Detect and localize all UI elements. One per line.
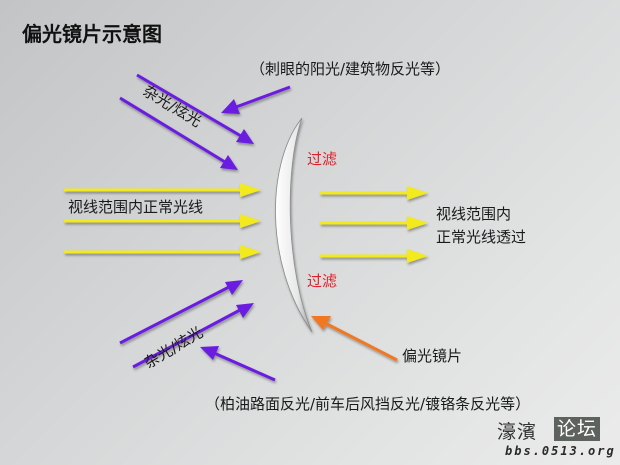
glare-top-source-label: （刺眼的阳光/建筑物反光等） [250,60,451,78]
page-title: 偏光镜片示意图 [22,22,162,46]
glare-arrows-bottom [119,280,276,382]
filter-top-label: 过滤 [307,150,338,168]
glare-arrows-top [119,73,291,170]
normal-light-out-label-line1: 视线范围内 [436,205,512,223]
lens-label: 偏光镜片 [402,347,463,365]
normal-arrow-in-1-icon [64,183,261,197]
normal-arrow-in-2-icon [64,214,261,228]
normal-light-arrows-in [64,183,261,259]
lens-pointer-arrow-icon [311,316,398,362]
normal-arrow-in-3-icon [64,245,261,259]
normal-arrow-out-3-icon [320,249,428,263]
glare-source-arrow-top-icon [221,85,291,114]
glare-arrow-top-2-icon [119,96,238,170]
glare-arrow-bottom-1-icon [119,280,243,345]
normal-light-in-label: 视线范围内正常光线 [68,198,204,216]
normal-light-arrows-out [320,186,428,263]
normal-light-out-label-line2: 正常光线透过 [436,228,527,246]
glare-arrow-bottom-2-icon [132,303,254,369]
watermark-badge: 论坛 [554,417,601,441]
filter-bottom-label: 过滤 [307,272,338,290]
glare-bottom-source-label: （柏油路面反光/前车后风挡反光/镀铬条反光等） [205,395,531,413]
polarized-lens [275,117,313,333]
normal-arrow-out-2-icon [320,216,428,230]
watermark-url: bbs.0513.org [505,444,616,458]
watermark-text: 濠濱 [497,421,538,443]
normal-arrow-out-1-icon [320,186,428,200]
glare-source-arrow-bottom-icon [200,346,276,382]
glare-arrow-top-1-icon [136,73,254,144]
